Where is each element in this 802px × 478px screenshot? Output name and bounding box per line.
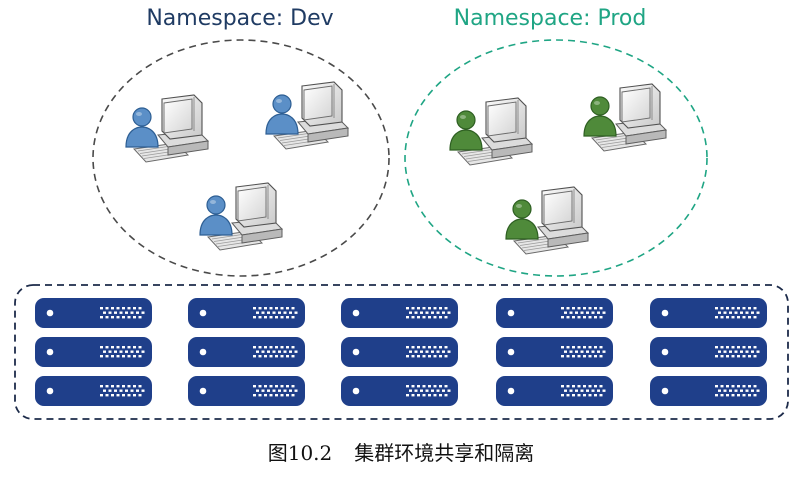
- figure-number: 图10.2: [267, 441, 333, 465]
- namespace-prod-title: Namespace: Prod: [453, 6, 647, 31]
- workstation-prod-2: [583, 83, 668, 152]
- workstation-dev-3: [199, 182, 284, 251]
- server-led-icon: [507, 387, 515, 395]
- server-led-icon: [46, 309, 54, 317]
- cluster-boundary: [14, 284, 789, 420]
- server-rack-group: [35, 298, 767, 406]
- server-led-icon: [661, 387, 669, 395]
- server-blade-c4-r2: [496, 337, 613, 367]
- workstation-group: [125, 81, 668, 255]
- workstation-prod-3: [505, 186, 590, 255]
- server-blade-c2-r3: [188, 376, 305, 406]
- server-blade-c1-r2: [35, 337, 152, 367]
- server-led-icon: [661, 309, 669, 317]
- namespace-dev-boundary: [92, 39, 390, 277]
- server-blade-c4-r1: [496, 298, 613, 328]
- server-blade-c5-r3: [650, 376, 767, 406]
- server-led-icon: [352, 309, 360, 317]
- server-led-icon: [661, 348, 669, 356]
- server-blade-c5-r1: [650, 298, 767, 328]
- server-led-icon: [352, 387, 360, 395]
- workstation-dev-2: [265, 81, 350, 150]
- server-blade-c3-r2: [341, 337, 458, 367]
- server-led-icon: [46, 348, 54, 356]
- server-blade-c4-r3: [496, 376, 613, 406]
- figure-caption: 图10.2 集群环境共享和隔离: [0, 438, 802, 468]
- server-led-icon: [507, 348, 515, 356]
- server-blade-c3-r3: [341, 376, 458, 406]
- server-blade-c2-r1: [188, 298, 305, 328]
- workstation-prod-1: [449, 97, 534, 166]
- workstation-dev-1: [125, 94, 210, 163]
- figure-title: 集群环境共享和隔离: [354, 441, 535, 465]
- server-led-icon: [199, 348, 207, 356]
- server-led-icon: [46, 387, 54, 395]
- namespace-dev-title: Namespace: Dev: [146, 6, 334, 31]
- server-led-icon: [199, 309, 207, 317]
- server-blade-c1-r3: [35, 376, 152, 406]
- namespace-prod-boundary: [404, 39, 708, 277]
- server-led-icon: [352, 348, 360, 356]
- server-blade-c5-r2: [650, 337, 767, 367]
- server-blade-c2-r2: [188, 337, 305, 367]
- server-blade-c3-r1: [341, 298, 458, 328]
- server-led-icon: [507, 309, 515, 317]
- server-blade-c1-r1: [35, 298, 152, 328]
- server-led-icon: [199, 387, 207, 395]
